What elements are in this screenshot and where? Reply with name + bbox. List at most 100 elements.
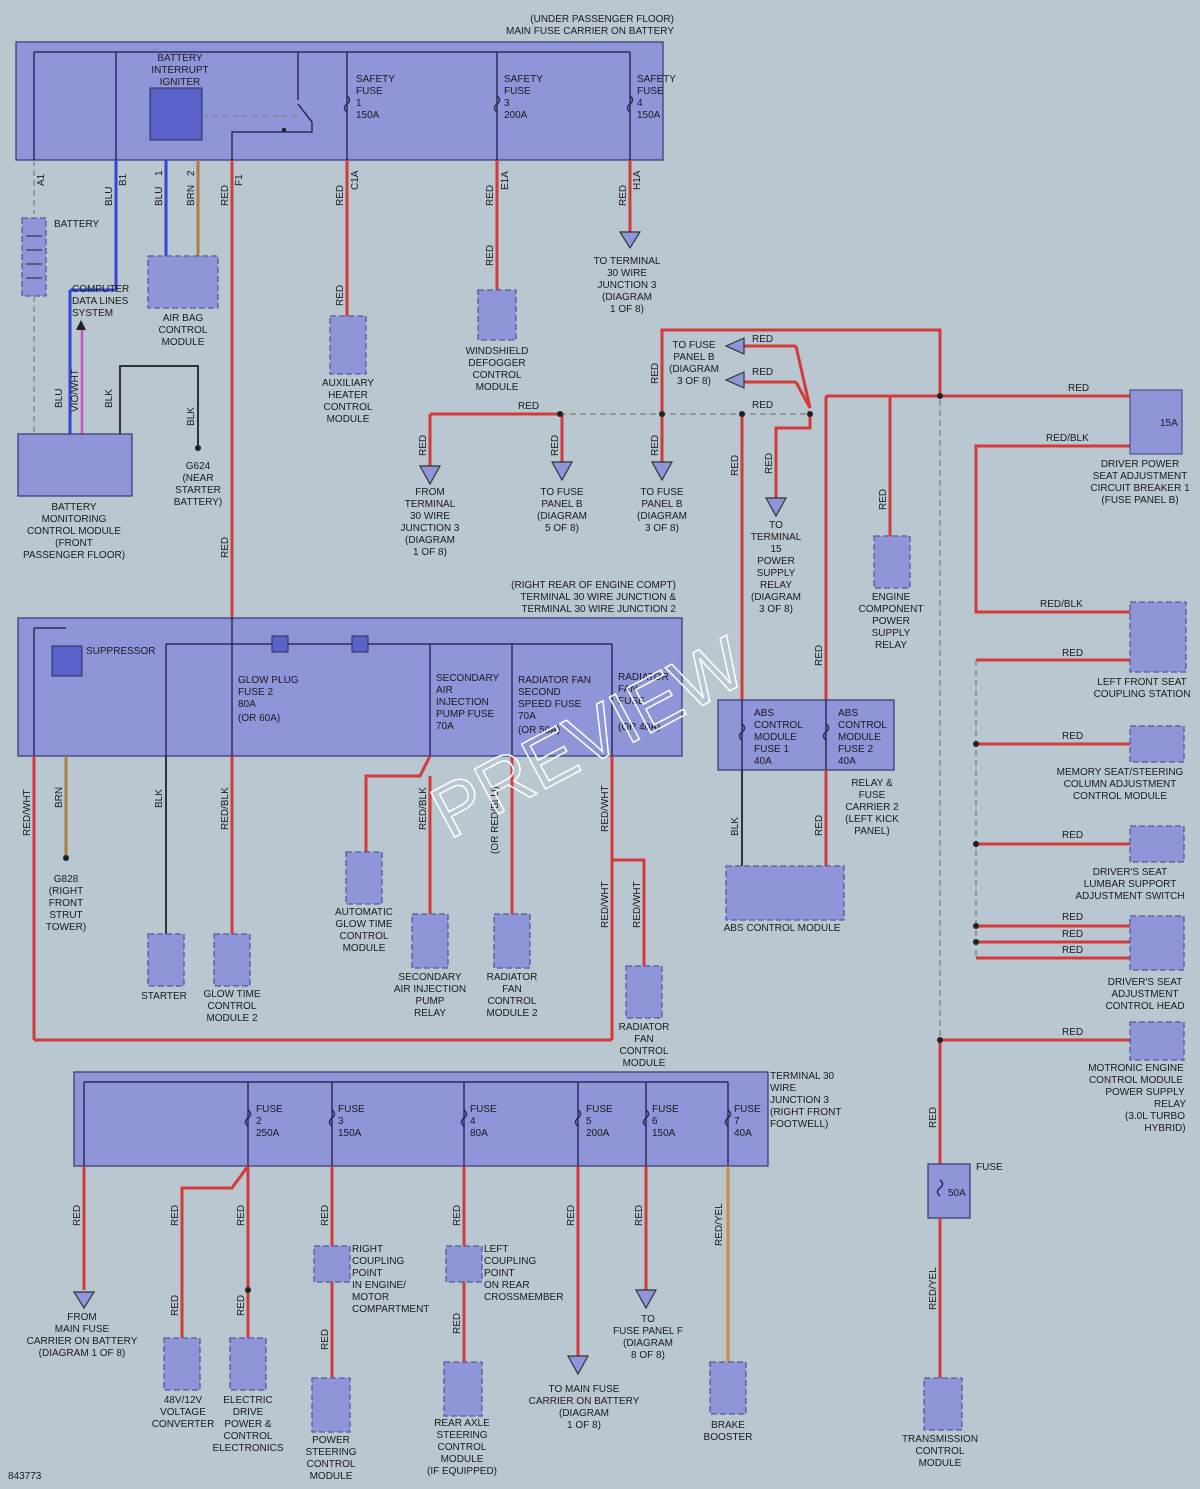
fpb-n-arrow (724, 337, 745, 355)
mot-6: HYBRID) (1144, 1123, 1185, 1134)
brk-2: SEAT ADJUSTMENT (1093, 471, 1188, 482)
wire-red-from: RED (418, 435, 429, 456)
to-fpf-arrow (634, 1289, 658, 1310)
sf1-l1: SAFETY (356, 74, 395, 85)
ws-4: MODULE (476, 382, 519, 393)
abs2-1: ABS (838, 708, 858, 719)
abs2-5: 40A (838, 756, 856, 767)
motronic-relay (1129, 1021, 1185, 1061)
starter-label: STARTER (141, 991, 187, 1002)
t15-8: 3 OF 8) (759, 604, 793, 615)
lcp-4: ON REAR (484, 1280, 530, 1291)
wire-blu-bm: BLU (54, 389, 65, 408)
wire-blk-st: BLK (154, 789, 165, 808)
wire-red-b10: RED (566, 1205, 577, 1226)
gm-1: GLOW TIME (203, 989, 260, 1000)
fm-3: CARRIER ON BATTERY (27, 1336, 138, 1347)
f3-2: 3 (338, 1116, 344, 1127)
ecr-3: POWER (872, 616, 910, 627)
wire-red-mot: RED (1062, 1027, 1083, 1038)
t30-2: 30 WIRE (607, 268, 647, 279)
ed-2: DRIVE (233, 1407, 264, 1418)
cdl-1: COMPUTER (72, 284, 129, 295)
bb-1: BRAKE (711, 1420, 745, 1431)
mem-3: CONTROL MODULE (1073, 791, 1167, 802)
g828-1: G828 (54, 874, 79, 885)
coupling-station (1129, 601, 1187, 673)
tcm (923, 1377, 963, 1431)
wire-red-b6: RED (320, 1205, 331, 1226)
abs-module-label: ABS CONTROL MODULE (724, 923, 841, 934)
wire-red-e1a: RED (485, 185, 496, 206)
converter (163, 1337, 201, 1391)
sf1-l3: 1 (356, 98, 362, 109)
conv-2: VOLTAGE (160, 1407, 206, 1418)
wire-redblk-sa: RED/BLK (418, 787, 429, 830)
fpbd-1: TO FUSE (640, 487, 683, 498)
fpbn-2: PANEL B (673, 352, 714, 363)
rcp-1: RIGHT (352, 1244, 383, 1255)
rm-2: FAN (634, 1034, 653, 1045)
wire-red-coup: RED (1062, 648, 1083, 659)
tm-4: 1 OF 8) (567, 1420, 601, 1431)
to-fpb-c-arrow (550, 461, 574, 482)
pin-c1a: C1A (350, 170, 361, 190)
fpb-b-arrow (724, 371, 745, 389)
aux-2: HEATER (328, 390, 368, 401)
sa-3: INJECTION (436, 697, 489, 708)
wire-red-b3: RED (236, 1205, 247, 1226)
g624-3: STARTER (175, 485, 221, 496)
glow-3: 80A (238, 699, 256, 710)
wire-red-n: RED (752, 334, 773, 345)
g624-2: (NEAR (182, 473, 213, 484)
brake-booster (709, 1361, 747, 1415)
tcm-2: CONTROL (916, 1446, 965, 1457)
ps-3: CONTROL (307, 1459, 356, 1470)
wire-brn: BRN (186, 185, 197, 206)
rad2-4: 70A (518, 711, 536, 722)
f5-2: 5 (586, 1116, 592, 1127)
fm-2: MAIN FUSE (55, 1324, 110, 1335)
sf1-l2: FUSE (356, 86, 383, 97)
wire-red-b7: RED (320, 1329, 331, 1350)
ag-2: GLOW TIME (335, 919, 392, 930)
wire-red-b2: RED (170, 1205, 181, 1226)
aux-3: CONTROL (324, 402, 373, 413)
ecr-5: RELAY (875, 640, 907, 651)
wire-red-b11: RED (634, 1205, 645, 1226)
sa-2: AIR (436, 685, 453, 696)
rcp-4: IN ENGINE/ (352, 1280, 406, 1291)
mot-1: MOTRONIC ENGINE (1088, 1063, 1184, 1074)
wire-redwht-3: RED/WHT (600, 881, 611, 928)
sf3-l3: 3 (504, 98, 510, 109)
sh-1: DRIVER'S SEAT (1108, 977, 1183, 988)
f5-1: FUSE (586, 1104, 613, 1115)
wire-red-f1: RED (220, 185, 231, 206)
fpbc-1: TO FUSE (540, 487, 583, 498)
bm-3: CONTROL MODULE (27, 526, 121, 537)
rm2-1: RADIATOR (487, 972, 538, 983)
rad2-5: (OR 50A) (518, 725, 560, 736)
wire-red-fpbd: RED (650, 435, 661, 456)
ecr-1: ENGINE (872, 592, 911, 603)
sf1-l4: 150A (356, 110, 380, 121)
main-fuse-carrier (15, 41, 664, 161)
wire-red-ecr: RED (878, 489, 889, 510)
lumbar-switch (1129, 825, 1185, 863)
rad-fan-module (625, 965, 663, 1019)
f7-3: 40A (734, 1128, 752, 1139)
from-1: FROM (415, 487, 444, 498)
cdl-2: DATA LINES (72, 296, 129, 307)
fuse-50a (927, 1163, 971, 1219)
sf3-l4: 200A (504, 110, 528, 121)
f4-2: 4 (470, 1116, 476, 1127)
coup-1: LEFT FRONT SEAT (1097, 677, 1186, 688)
f2-2: 2 (256, 1116, 262, 1127)
j2-title-1: (RIGHT REAR OF ENGINE COMPT) (511, 580, 676, 591)
sf4-l2: FUSE (637, 86, 664, 97)
wire-red-aux: RED (335, 285, 346, 306)
sf3-l1: SAFETY (504, 74, 543, 85)
edrive (229, 1337, 267, 1391)
ps-4: MODULE (310, 1471, 353, 1482)
power-steering-module (311, 1377, 351, 1433)
